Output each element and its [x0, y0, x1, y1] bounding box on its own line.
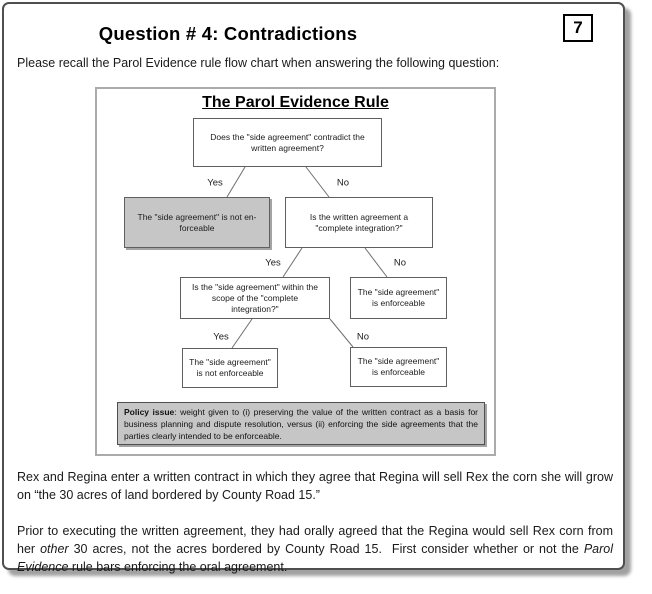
- node-text: The "side agreement" is not en- forceabl…: [137, 211, 257, 233]
- parol-evidence-flowchart: The Parol Evidence Rule Does the "side a…: [95, 87, 496, 456]
- body-paragraph-2: Prior to executing the written agreement…: [17, 524, 614, 574]
- slide-number-box: 7: [563, 14, 593, 42]
- node-text: The "side agreement" is enforceable: [357, 287, 440, 308]
- node-text: Does the "side agreement" contradict the…: [210, 131, 365, 153]
- node-q-within-scope: Is the "side agreement" within the scope…: [180, 277, 330, 319]
- policy-issue-box: Policy issue: weight given to (i) preser…: [117, 402, 485, 445]
- node-text: The "side agreement" is enforceable: [357, 356, 440, 377]
- policy-issue-text: : weight given to (i) preserving the val…: [124, 407, 479, 441]
- node-enforceable-bottom: The "side agreement" is enforceable: [350, 347, 447, 387]
- node-q-complete-integration: Is the written agreement a "complete int…: [285, 197, 433, 248]
- edge-label-no-3: No: [356, 331, 370, 343]
- body-paragraph-1: Rex and Regina enter a written contract …: [17, 470, 613, 502]
- policy-issue-label: Policy issue: [124, 407, 175, 417]
- edge-label-yes-2: Yes: [265, 257, 281, 269]
- node-enforceable-mid: The "side agreement" is enforceable: [350, 277, 447, 319]
- edge-label-yes-3: Yes: [213, 331, 229, 343]
- edge-label-no-1: No: [336, 177, 350, 189]
- node-not-enforceable-top: The "side agreement" is not en- forceabl…: [124, 197, 270, 248]
- slide-number: 7: [573, 18, 583, 37]
- edge-label-yes-1: Yes: [207, 177, 223, 189]
- node-not-enforceable-bottom: The "side agreement" is not enforceable: [182, 348, 278, 388]
- node-text: Is the written agreement a "complete int…: [309, 211, 409, 233]
- flowchart-title: The Parol Evidence Rule: [202, 94, 389, 111]
- edge-label-no-2: No: [393, 257, 407, 269]
- node-text: The "side agreement" is not enforceable: [189, 357, 271, 378]
- slide-page: Question # 4: Contradictions 7 Please re…: [2, 2, 625, 574]
- node-text: Is the "side agreement" within the scope…: [191, 281, 319, 314]
- node-q-contradict: Does the "side agreement" contradict the…: [193, 118, 382, 167]
- intro-text: Please recall the Parol Evidence rule fl…: [17, 56, 500, 70]
- page-title: Question # 4: Contradictions: [98, 23, 358, 44]
- question-body: Rex and Regina enter a written contract …: [17, 468, 613, 594]
- connector-lines: [226, 166, 388, 349]
